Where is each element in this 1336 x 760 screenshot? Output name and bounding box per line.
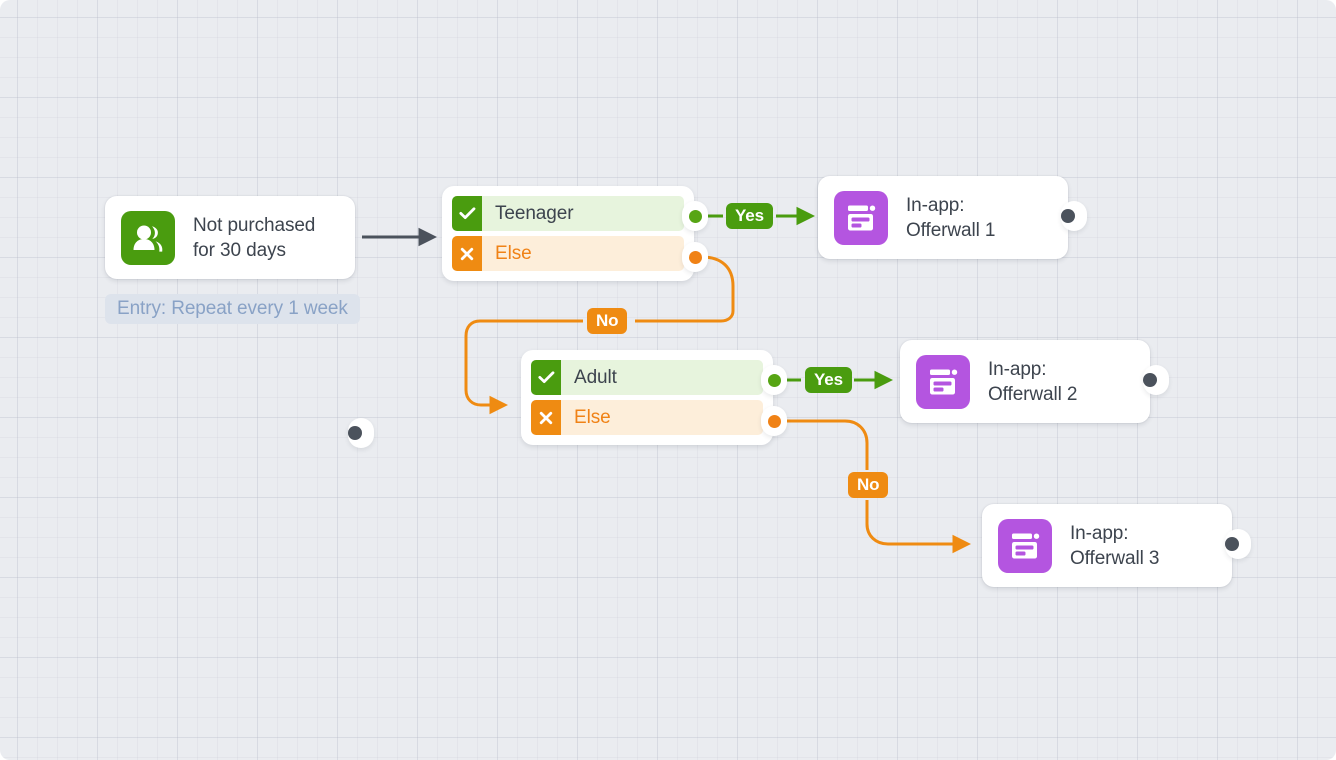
node-action-1[interactable]: In-app: Offerwall 1	[818, 176, 1087, 259]
action-1-output-port[interactable]	[1061, 209, 1075, 223]
in-app-message-icon	[998, 518, 1052, 573]
action-3-output-port[interactable]	[1225, 537, 1239, 551]
condition-2-row-yes[interactable]: Adult	[531, 360, 763, 395]
condition-2-row-else[interactable]: Else	[531, 400, 763, 435]
node-action-1-label: In-app: Offerwall 1	[906, 194, 996, 241]
action-2-output-port[interactable]	[1143, 373, 1157, 387]
close-icon	[452, 236, 482, 271]
edge-label-yes-2[interactable]: Yes	[805, 367, 853, 393]
edge-label-no-2-text: No	[857, 475, 880, 494]
node-action-2[interactable]: In-app: Offerwall 2	[900, 340, 1169, 423]
node-trigger[interactable]: Not purchased for 30 days	[105, 196, 374, 448]
condition-1-yes-port[interactable]	[689, 210, 702, 223]
condition-1-else-label: Else	[495, 242, 532, 264]
edge-label-no-2[interactable]: No	[848, 472, 889, 498]
edge-label-no-1-text: No	[596, 311, 619, 330]
in-app-message-icon	[834, 190, 888, 245]
condition-1-else-port[interactable]	[689, 251, 702, 264]
condition-2-else-label: Else	[574, 406, 611, 428]
condition-1-row-else[interactable]: Else	[452, 236, 684, 271]
condition-2-yes-label: Adult	[574, 366, 617, 388]
edge-label-yes-1-text: Yes	[735, 206, 765, 225]
trigger-output-port[interactable]	[348, 426, 362, 440]
node-condition-1[interactable]: Teenager Else	[442, 186, 708, 281]
users-icon	[121, 210, 175, 265]
check-icon	[452, 196, 482, 231]
node-trigger-label: Not purchased for 30 days	[193, 214, 316, 261]
entry-badge-label: Entry: Repeat every 1 week	[117, 298, 348, 319]
condition-2-yes-port[interactable]	[768, 374, 781, 387]
edge-label-yes-2-text: Yes	[814, 370, 844, 389]
in-app-message-icon	[916, 354, 970, 409]
entry-badge: Entry: Repeat every 1 week	[105, 294, 360, 324]
node-action-2-label: In-app: Offerwall 2	[988, 358, 1078, 405]
condition-2-else-port[interactable]	[768, 415, 781, 428]
node-action-3[interactable]: In-app: Offerwall 3	[982, 504, 1251, 587]
edge-label-no-1[interactable]: No	[587, 308, 628, 334]
close-icon	[531, 400, 561, 435]
check-icon	[531, 360, 561, 395]
node-action-3-label: In-app: Offerwall 3	[1070, 522, 1160, 569]
node-condition-2[interactable]: Adult Else	[521, 350, 787, 445]
condition-1-yes-label: Teenager	[495, 202, 574, 224]
edge-label-yes-1[interactable]: Yes	[726, 203, 774, 229]
condition-1-row-yes[interactable]: Teenager	[452, 196, 684, 231]
